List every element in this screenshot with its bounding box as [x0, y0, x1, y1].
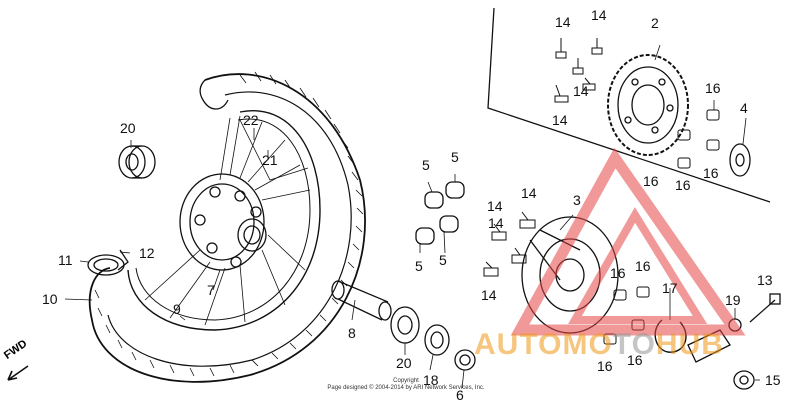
label-16: 16 [597, 358, 613, 374]
label-9: 9 [173, 301, 181, 317]
label-14: 14 [573, 83, 589, 99]
label-4: 4 [740, 100, 748, 116]
stud-14 [483, 38, 603, 277]
watermark-text-part1: AUTOMO [474, 328, 613, 361]
label-16: 16 [703, 165, 719, 181]
fwd-arrow [7, 365, 29, 381]
label-16: 16 [675, 177, 691, 193]
label-10: 10 [42, 291, 58, 307]
watermark-text-part2: TO [612, 328, 656, 361]
sprocket [607, 54, 689, 156]
label-3: 3 [573, 192, 581, 208]
label-15: 15 [765, 372, 781, 388]
watermark-logo [510, 147, 746, 336]
label-11: 11 [58, 252, 73, 268]
label-8: 8 [348, 325, 356, 341]
rim [127, 110, 321, 331]
label-6: 6 [456, 387, 464, 403]
label-21: 21 [262, 152, 278, 168]
watermark-text: AUTOMOTOHUB [474, 328, 724, 362]
label-16: 16 [627, 352, 643, 368]
hub [179, 173, 265, 271]
label-17: 17 [662, 280, 678, 296]
label-14: 14 [521, 185, 537, 201]
bearing-20-left [118, 145, 156, 179]
label-14: 14 [488, 215, 504, 231]
bearing-20-center [390, 306, 420, 344]
label-18: 18 [423, 372, 439, 388]
tire [88, 73, 366, 383]
assembly-frame [487, 7, 771, 203]
label-14: 14 [552, 112, 568, 128]
watermark-text-part3: HUB [655, 328, 724, 361]
washer-4 [729, 143, 751, 177]
copyright-line-2: Page designed © 2004-2014 by ARI Network… [327, 385, 485, 391]
label-7: 7 [207, 282, 215, 298]
nut-15 [733, 370, 755, 390]
label-20: 20 [396, 355, 412, 371]
label-16: 16 [610, 265, 626, 281]
label-16: 16 [635, 258, 651, 274]
collar-6 [454, 349, 476, 371]
label-14: 14 [487, 198, 503, 214]
label-12: 12 [139, 245, 155, 261]
label-20: 20 [120, 120, 136, 136]
copyright-note: Copyright Page designed © 2004-2014 by A… [316, 378, 496, 392]
copyright-line-1: Copyright [393, 378, 419, 384]
label-14: 14 [555, 14, 571, 30]
label-14: 14 [591, 7, 607, 23]
seal-18 [424, 324, 450, 356]
axle [331, 280, 392, 321]
label-5: 5 [451, 149, 459, 165]
tube-valve [87, 249, 129, 276]
label-22: 22 [243, 112, 259, 128]
label-13: 13 [757, 272, 773, 288]
label-5: 5 [422, 157, 430, 173]
label-2: 2 [651, 15, 659, 31]
label-5: 5 [415, 258, 423, 274]
label-16: 16 [643, 173, 659, 189]
label-19: 19 [725, 292, 741, 308]
label-5: 5 [439, 252, 447, 268]
bolt-13 [749, 293, 781, 323]
label-16: 16 [705, 80, 721, 96]
damper-5 [415, 181, 465, 245]
label-14: 14 [481, 287, 497, 303]
